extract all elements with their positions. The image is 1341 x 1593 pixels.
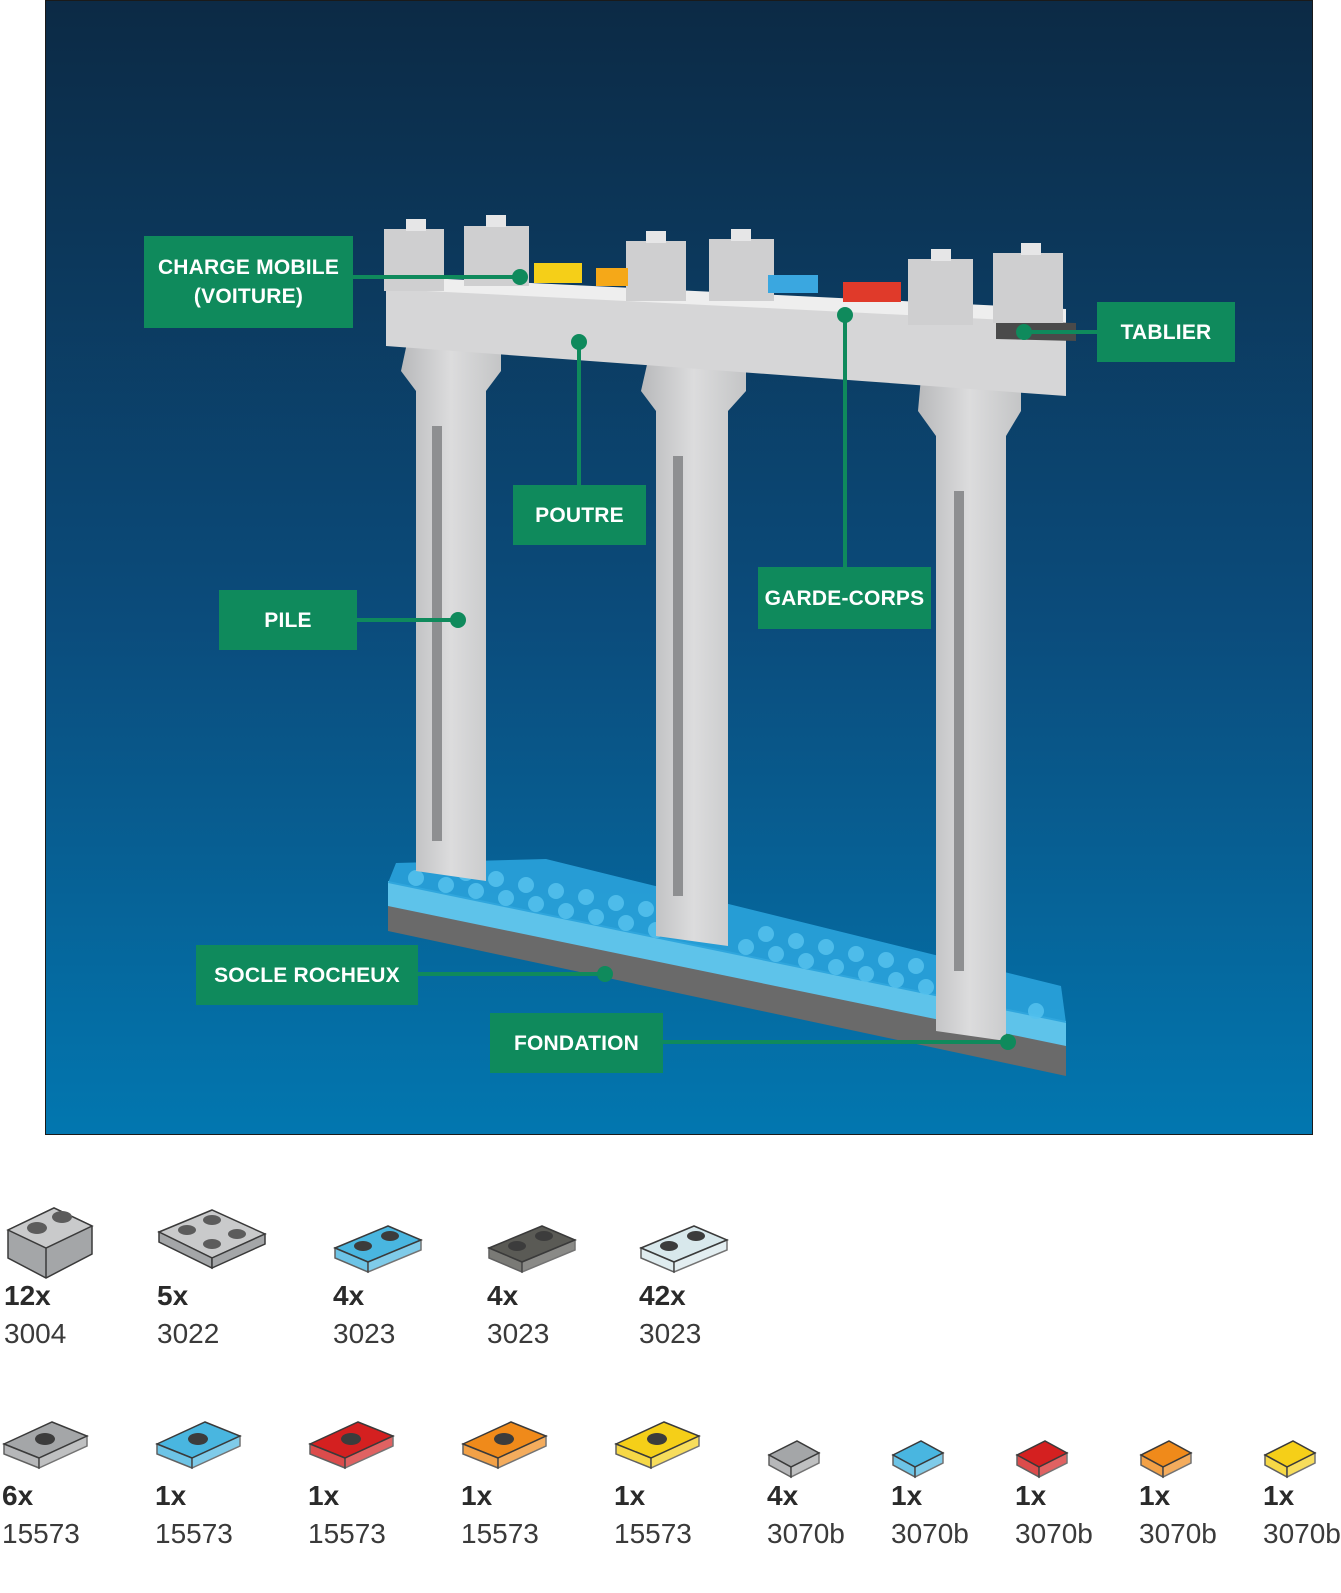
label-garde-corps: GARDE-CORPS bbox=[758, 567, 931, 629]
part-number: 3070b bbox=[1263, 1518, 1341, 1549]
part-item: 1x 15573 bbox=[155, 1380, 285, 1549]
part-number: 3023 bbox=[487, 1318, 550, 1349]
part-tile-icon bbox=[891, 1440, 945, 1479]
part-quantity: 1x bbox=[1139, 1480, 1171, 1511]
part-item: 12x 3004 bbox=[4, 1180, 134, 1349]
part-number: 15573 bbox=[308, 1518, 386, 1549]
part-quantity: 4x bbox=[767, 1480, 799, 1511]
leader-lines bbox=[352, 275, 1098, 1044]
part-jumper-icon bbox=[461, 1421, 548, 1470]
part-number: 15573 bbox=[2, 1518, 80, 1549]
part-item: 1x 15573 bbox=[614, 1380, 744, 1549]
part-number: 3070b bbox=[1015, 1518, 1093, 1549]
part-quantity: 4x bbox=[487, 1280, 519, 1311]
part-plate-2x2-icon bbox=[157, 1209, 267, 1270]
pier-right bbox=[918, 321, 1021, 1041]
part-quantity: 42x bbox=[639, 1280, 686, 1311]
pier-left bbox=[401, 301, 501, 881]
part-quantity: 1x bbox=[891, 1480, 923, 1511]
label-socle-rocheux: SOCLE ROCHEUX bbox=[196, 945, 418, 1005]
part-item: 1x 3070b bbox=[1015, 1380, 1145, 1549]
car-blue bbox=[768, 275, 818, 293]
part-item: 4x 3023 bbox=[487, 1180, 617, 1349]
part-number: 3070b bbox=[767, 1518, 845, 1549]
part-item: 1x 3070b bbox=[1139, 1380, 1269, 1549]
part-plate-1x2-icon bbox=[333, 1225, 423, 1274]
part-item: 1x 3070b bbox=[891, 1380, 1021, 1549]
foundation-plate bbox=[388, 901, 1066, 1076]
label-charge-mobile: CHARGE MOBILE (VOITURE) bbox=[144, 236, 353, 328]
part-quantity: 5x bbox=[157, 1280, 189, 1311]
part-quantity: 1x bbox=[614, 1480, 646, 1511]
part-item: 1x 3070b bbox=[1263, 1380, 1341, 1549]
pier-left-groove bbox=[432, 426, 442, 841]
part-jumper-icon bbox=[2, 1421, 89, 1470]
label-pile: PILE bbox=[219, 590, 357, 650]
part-tile-icon bbox=[1139, 1440, 1193, 1479]
part-quantity: 12x bbox=[4, 1280, 51, 1311]
part-item: 42x 3023 bbox=[639, 1180, 769, 1349]
part-quantity: 4x bbox=[333, 1280, 365, 1311]
label-tablier: TABLIER bbox=[1097, 302, 1235, 362]
part-item: 5x 3022 bbox=[157, 1180, 287, 1349]
part-quantity: 1x bbox=[461, 1480, 493, 1511]
part-tile-icon bbox=[1015, 1440, 1069, 1479]
label-fondation: FONDATION bbox=[490, 1013, 663, 1073]
part-jumper-icon bbox=[614, 1421, 701, 1470]
leader-dots bbox=[450, 269, 1032, 1050]
part-quantity: 1x bbox=[1263, 1480, 1295, 1511]
part-quantity: 1x bbox=[308, 1480, 340, 1511]
parapet-posts bbox=[384, 226, 1063, 325]
pier-middle bbox=[641, 316, 746, 946]
part-plate-1x2-icon bbox=[487, 1225, 577, 1274]
part-number: 3070b bbox=[1139, 1518, 1217, 1549]
parapet-studs bbox=[406, 215, 1041, 261]
label-poutre: POUTRE bbox=[513, 485, 646, 545]
part-item: 1x 15573 bbox=[308, 1380, 438, 1549]
car-yellow bbox=[534, 263, 582, 283]
part-number: 3004 bbox=[4, 1318, 67, 1349]
part-number: 3023 bbox=[639, 1318, 702, 1349]
part-plate-1x2-icon bbox=[639, 1225, 729, 1274]
part-item: 1x 15573 bbox=[461, 1380, 591, 1549]
part-jumper-icon bbox=[155, 1421, 242, 1470]
bridge-diagram: CHARGE MOBILE (VOITURE) TABLIER POUTRE G… bbox=[45, 0, 1313, 1135]
part-number: 15573 bbox=[461, 1518, 539, 1549]
part-quantity: 1x bbox=[1015, 1480, 1047, 1511]
rock-base-plate bbox=[388, 881, 1066, 1046]
car-orange bbox=[596, 268, 628, 286]
water-stud-dots bbox=[408, 865, 1044, 1019]
part-tile-icon bbox=[767, 1440, 821, 1479]
part-item: 4x 3023 bbox=[333, 1180, 463, 1349]
part-item: 4x 3070b bbox=[767, 1380, 897, 1549]
part-number: 15573 bbox=[155, 1518, 233, 1549]
car-red bbox=[843, 282, 901, 302]
part-number: 15573 bbox=[614, 1518, 692, 1549]
part-quantity: 6x bbox=[2, 1480, 34, 1511]
part-brick-1x2-icon bbox=[6, 1207, 94, 1279]
pier-middle-groove bbox=[673, 456, 683, 896]
part-item: 6x 15573 bbox=[2, 1380, 132, 1549]
part-number: 3023 bbox=[333, 1318, 396, 1349]
part-number: 3070b bbox=[891, 1518, 969, 1549]
pier-right-groove bbox=[954, 491, 964, 971]
part-number: 3022 bbox=[157, 1318, 220, 1349]
part-jumper-icon bbox=[308, 1421, 395, 1470]
part-quantity: 1x bbox=[155, 1480, 187, 1511]
part-tile-icon bbox=[1263, 1440, 1317, 1479]
